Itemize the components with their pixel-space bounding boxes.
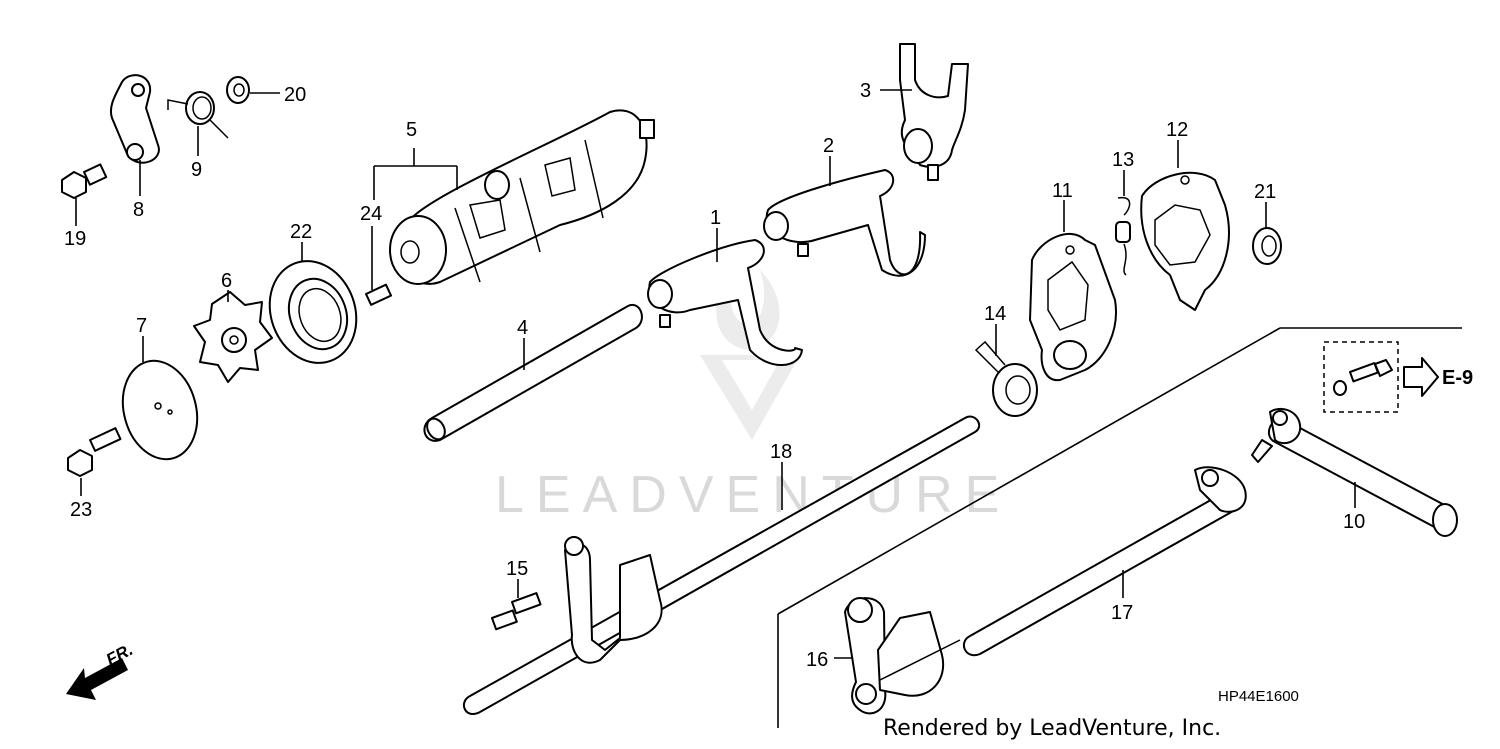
shift-fork-3[interactable]: [899, 43, 969, 181]
callout-14[interactable]: 14: [984, 303, 1006, 325]
callout-3[interactable]: 3: [860, 80, 871, 102]
callout-20[interactable]: 20: [284, 84, 306, 106]
plate-7[interactable]: [112, 352, 207, 467]
callout-9[interactable]: 9: [191, 159, 202, 181]
callout-24[interactable]: 24: [360, 203, 382, 225]
bolt-23[interactable]: [67, 427, 122, 477]
washer-21[interactable]: [1252, 227, 1282, 265]
shift-drum-center-6[interactable]: [193, 291, 273, 383]
callout-15[interactable]: 15: [506, 558, 528, 580]
bolt-19[interactable]: [61, 163, 108, 199]
callout-21[interactable]: 21: [1254, 181, 1276, 203]
washer-20[interactable]: [226, 76, 250, 104]
callout-1[interactable]: 1: [710, 207, 721, 229]
callout-2[interactable]: 2: [823, 135, 834, 157]
shift-drum-5[interactable]: [389, 109, 655, 285]
gearshift-arm-16[interactable]: [844, 597, 961, 715]
spring-9[interactable]: [167, 91, 229, 139]
bearing-22[interactable]: [256, 249, 371, 375]
frame-line: [777, 327, 1281, 615]
callout-17[interactable]: 17: [1111, 602, 1133, 624]
gearshift-plate-12[interactable]: [1140, 171, 1230, 311]
callout-23[interactable]: 23: [70, 499, 92, 521]
gearshift-spindle-18[interactable]: [462, 415, 981, 715]
pin-bolt-15[interactable]: [491, 592, 542, 631]
reference-box[interactable]: [1323, 341, 1439, 413]
callout-16[interactable]: 16: [806, 649, 828, 671]
watermark-logo-icon: [700, 260, 800, 440]
footer-credit: Rendered by LeadVenture, Inc.: [883, 716, 1222, 741]
watermark-text: LEADVENTURE: [495, 466, 1011, 524]
callout-12[interactable]: 12: [1166, 119, 1188, 141]
leader-lines: [75, 89, 1356, 659]
front-label: FR.: [103, 640, 136, 670]
callout-22[interactable]: 22: [290, 221, 312, 243]
callout-13[interactable]: 13: [1112, 149, 1134, 171]
front-arrow-icon: [66, 658, 128, 700]
reference-label[interactable]: E-9: [1442, 367, 1473, 389]
callout-7[interactable]: 7: [136, 315, 147, 337]
spring-14[interactable]: [974, 340, 1038, 417]
callout-4[interactable]: 4: [517, 317, 528, 339]
callout-11[interactable]: 11: [1052, 180, 1073, 202]
callout-6[interactable]: 6: [221, 270, 232, 292]
shift-fork-2[interactable]: [763, 169, 926, 277]
spring-13[interactable]: [1115, 196, 1131, 276]
shift-fork-1[interactable]: [647, 239, 803, 366]
gearshift-shaft-10[interactable]: [1251, 407, 1458, 537]
arrow-right-icon: [1403, 357, 1439, 397]
callout-5[interactable]: 5: [406, 119, 417, 141]
watermark: LEADVENTURE: [495, 260, 1011, 524]
shaft-17[interactable]: [962, 466, 1247, 657]
diagram-code: HP44E1600: [1218, 688, 1299, 705]
gearshift-plate-11[interactable]: [1029, 233, 1117, 382]
callout-8[interactable]: 8: [133, 199, 144, 221]
dowel-pin-24[interactable]: [364, 283, 393, 306]
callout-19[interactable]: 19: [64, 228, 86, 250]
callout-10[interactable]: 10: [1343, 511, 1365, 533]
fork-shaft-4[interactable]: [423, 303, 643, 443]
callout-18[interactable]: 18: [770, 441, 792, 463]
stopper-arm-8[interactable]: [110, 74, 160, 164]
